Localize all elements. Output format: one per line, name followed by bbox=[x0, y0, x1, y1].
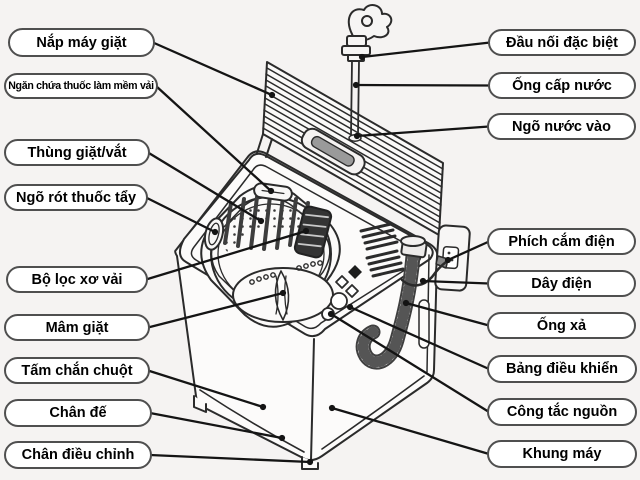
leader-line-pulsator bbox=[147, 291, 284, 329]
power-cord bbox=[400, 255, 449, 287]
label-pill-drain-hose: Ống xả bbox=[487, 312, 636, 339]
leader-line-softener-drawer bbox=[155, 85, 272, 192]
leader-line-rat-guard bbox=[147, 369, 264, 409]
label-text-adjustable-foot: Chân điều chỉnh bbox=[21, 447, 135, 463]
leader-dot-power-plug bbox=[444, 256, 452, 264]
leader-dot-pulsator bbox=[279, 289, 287, 297]
label-pill-softener-drawer: Ngăn chứa thuốc làm mềm vải bbox=[4, 73, 158, 99]
leader-lines bbox=[145, 41, 491, 466]
label-pill-power-switch: Công tắc nguồn bbox=[487, 398, 637, 426]
vent-grille bbox=[359, 222, 405, 278]
label-pill-pulsator: Mâm giặt bbox=[4, 314, 150, 341]
lint-filter bbox=[293, 205, 333, 259]
leader-dot-lid bbox=[268, 91, 276, 99]
lid bbox=[256, 61, 444, 236]
label-text-base: Chân đế bbox=[49, 405, 107, 421]
label-pill-wash-spin-tub: Thùng giặt/vắt bbox=[4, 139, 150, 166]
label-text-power-cord: Dây điện bbox=[531, 275, 592, 292]
water-supply-hose bbox=[350, 60, 360, 136]
leader-dot-power-cord bbox=[419, 277, 427, 285]
label-text-special-connector: Đầu nối đặc biệt bbox=[506, 34, 618, 51]
leader-dot-control-panel bbox=[346, 303, 354, 311]
label-text-lint-filter: Bộ lọc xơ vải bbox=[31, 271, 123, 288]
label-pill-frame: Khung máy bbox=[487, 440, 637, 468]
leader-line-power-cord bbox=[422, 279, 490, 285]
leader-dot-base bbox=[278, 434, 286, 442]
label-text-frame: Khung máy bbox=[522, 446, 602, 462]
leader-line-special-connector bbox=[361, 41, 491, 59]
label-pill-lid: Nắp máy giặt bbox=[8, 28, 155, 57]
leader-line-water-supply-hose bbox=[355, 83, 491, 87]
leader-dot-lint-filter bbox=[302, 227, 310, 235]
leader-line-water-inlet bbox=[356, 125, 490, 138]
leader-line-lint-filter bbox=[145, 229, 307, 281]
leader-line-adjustable-foot bbox=[149, 453, 311, 464]
label-pill-special-connector: Đầu nối đặc biệt bbox=[488, 29, 636, 56]
label-text-lid: Nắp máy giặt bbox=[36, 34, 127, 51]
label-text-water-supply-hose: Ống cấp nước bbox=[512, 77, 612, 94]
special-connector bbox=[341, 4, 393, 62]
leader-line-base bbox=[149, 411, 283, 440]
label-pill-lint-filter: Bộ lọc xơ vải bbox=[6, 266, 148, 293]
label-text-pulsator: Mâm giặt bbox=[45, 319, 109, 336]
leader-line-drain-hose bbox=[405, 301, 490, 327]
label-text-wash-spin-tub: Thùng giặt/vắt bbox=[27, 144, 127, 161]
label-text-water-inlet: Ngõ nước vào bbox=[512, 118, 611, 135]
label-text-bleach-inlet: Ngõ rót thuốc tẩy bbox=[15, 189, 137, 206]
leader-line-frame bbox=[331, 406, 490, 456]
leader-dot-water-supply-hose bbox=[352, 81, 360, 89]
leader-line-wash-spin-tub bbox=[147, 151, 262, 222]
leader-dot-adjustable-foot bbox=[306, 458, 314, 466]
label-pill-bleach-inlet: Ngõ rót thuốc tẩy bbox=[4, 184, 148, 211]
lid-handle bbox=[300, 127, 366, 176]
leader-dot-power-switch bbox=[327, 310, 335, 318]
label-text-power-plug: Phích cắm điện bbox=[508, 233, 615, 250]
label-text-control-panel: Bảng điều khiển bbox=[506, 361, 618, 377]
label-pill-power-plug: Phích cắm điện bbox=[487, 228, 636, 255]
leader-line-bleach-inlet bbox=[145, 196, 216, 234]
label-text-power-switch: Công tắc nguồn bbox=[506, 404, 618, 420]
label-text-drain-hose: Ống xả bbox=[536, 317, 587, 334]
leader-line-power-switch bbox=[330, 313, 490, 413]
leader-dot-special-connector bbox=[358, 53, 366, 61]
leader-dot-softener-drawer bbox=[267, 187, 275, 195]
label-text-rat-guard: Tấm chắn chuột bbox=[21, 362, 133, 379]
label-pill-base: Chân đế bbox=[4, 399, 152, 427]
leader-dot-drain-hose bbox=[402, 299, 410, 307]
leader-dot-wash-spin-tub bbox=[257, 217, 265, 225]
leader-dot-rat-guard bbox=[259, 403, 267, 411]
leader-dot-bleach-inlet bbox=[211, 228, 219, 236]
label-pill-adjustable-foot: Chân điều chỉnh bbox=[4, 441, 152, 469]
drain-hose bbox=[355, 235, 428, 370]
label-pill-rat-guard: Tấm chắn chuột bbox=[4, 357, 150, 384]
left-foot bbox=[193, 395, 207, 413]
leader-line-control-panel bbox=[349, 305, 490, 371]
leader-dot-frame bbox=[328, 404, 336, 412]
label-pill-water-inlet: Ngõ nước vào bbox=[487, 113, 636, 140]
leader-dot-water-inlet bbox=[353, 132, 361, 140]
label-pill-control-panel: Bảng điều khiển bbox=[487, 355, 637, 383]
leader-line-lid bbox=[152, 41, 273, 97]
leader-line-power-plug bbox=[447, 240, 490, 262]
label-text-softener-drawer: Ngăn chứa thuốc làm mềm vải bbox=[8, 80, 154, 92]
label-pill-water-supply-hose: Ống cấp nước bbox=[488, 72, 636, 99]
label-pill-power-cord: Dây điện bbox=[487, 270, 636, 297]
